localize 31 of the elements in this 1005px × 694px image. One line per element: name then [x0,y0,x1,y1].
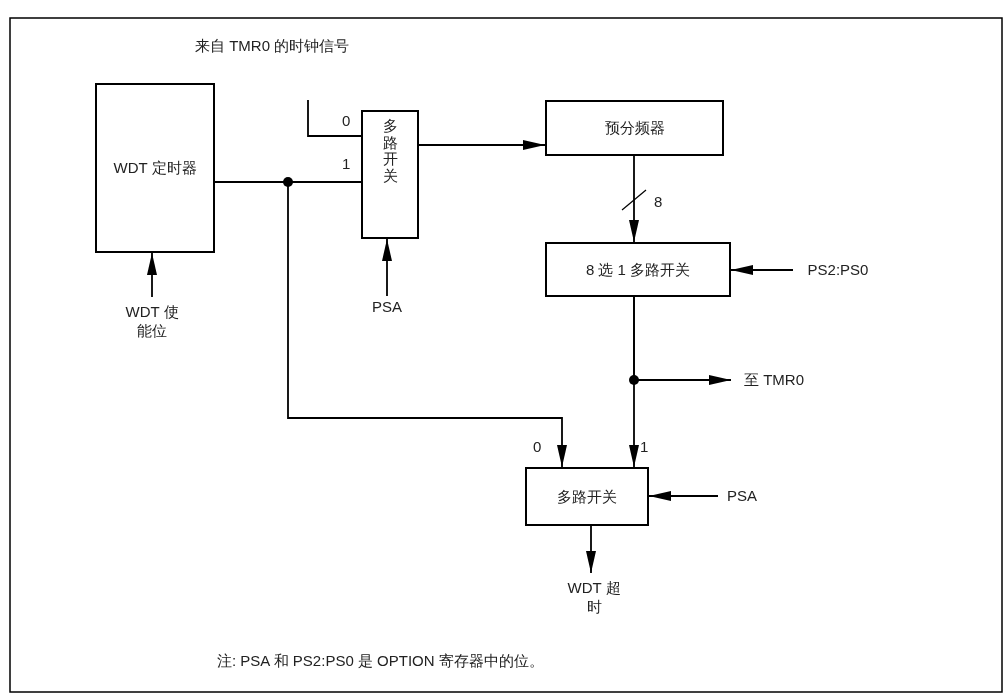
pin-label: 1 [342,155,351,173]
box-label: WDT 定时器 [113,158,197,178]
multiplexer-box [361,110,419,239]
box-label: 8 选 1 多路开关 [585,259,691,280]
box-label: 多路开关 [557,486,617,507]
note-text: 注: PSA 和 PS2:PS0 是 OPTION 寄存器中的位。 [217,652,544,670]
arrow [382,238,392,297]
arrow [147,252,157,298]
signal-label: PSA [364,296,410,318]
pin-label: 1 [640,438,649,456]
arrow [418,140,546,150]
pin-label: 0 [342,112,351,130]
pin-label: 0 [533,438,542,456]
process-box [545,242,731,297]
arrow [629,296,639,468]
arrow [648,491,719,501]
box-label: 预分频器 [604,118,665,138]
process-box [95,83,215,253]
connector-line [307,99,362,137]
arrow [586,525,596,574]
process-box [525,467,649,526]
process-box [545,100,724,156]
signal-label: WDT 使能位 [118,297,186,345]
box-label: 多路开关 [382,118,398,184]
caption-text: 来自 TMR0 的时钟信号 [195,37,350,55]
signal-label: PSA [718,485,766,507]
signal-label: WDT 超时 [566,573,622,621]
arrow [730,265,794,275]
signal-label: PS2:PS0 [793,259,883,281]
arrow [629,155,639,243]
signal-label: 至 TMR0 [731,369,817,391]
